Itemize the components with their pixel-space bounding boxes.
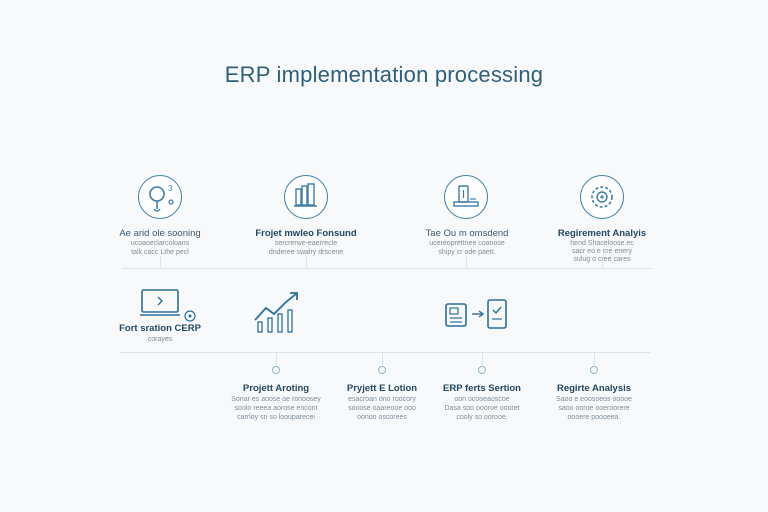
diagram-title: ERP implementation processing [224,62,544,87]
step-title-bottom-2: Pryjett E Lotion [346,383,418,394]
step-title-bottom-1: Projett Aroting [242,383,310,394]
building-chart-icon [284,175,328,219]
top-connector-line [122,268,652,269]
step-desc-bottom-3-line-2: Dasa soo oooroe oooret [444,405,520,412]
step-desc-top-4-line-1: hend Shaceloose.ec [570,240,634,247]
step-desc-top-2-line-1: sercrerwe-eaerrecle [274,240,338,247]
step-desc-top-1-line-2: talk cacc Lthe pecl [131,249,189,256]
step-desc-bottom-2-line-1: esacroan ono roocory [348,396,416,403]
step-title-top-3: Tae Ou m omsdend [425,228,509,239]
step-desc-bottom-3-line-3: cooly so oorooe. [456,414,508,421]
step-desc-top-3-line-2: shipy cr ode paett. [438,249,496,256]
bottom-step-dot-4 [590,366,598,374]
top-connector-drop-2 [306,256,307,268]
step-desc-top-2-line-2: dnderee swalry drscene [268,249,344,256]
step-title-top-2: Frojet mwleo Fonsund [255,228,357,239]
step-title-middle-1: Fort sration CERP [119,323,201,334]
step-title-bottom-4: Regirte Analysis [556,383,632,394]
step-desc-top-3-line-1: ucereoprettnee coanose [429,240,505,247]
step-desc-bottom-1-line-3: carrloy sn so loouparecei [237,414,315,421]
monitor-icon [140,289,196,322]
magnifier-gear-icon: 3 [138,175,182,219]
step-desc-bottom-2-line-2: sooose oaareooe ooo [348,405,416,412]
bottom-connector-drop-2 [382,352,383,366]
top-connector-drop-3 [466,256,467,268]
bottom-step-dot-1 [272,366,280,374]
step-desc-middle-1-line-1: corayes [147,336,173,343]
step-desc-bottom-1-line-2: soolo reeea aorose encont [234,405,318,412]
gear-cycle-icon [580,175,624,219]
step-desc-bottom-4-line-1: Saoo e eoosoeos ooooe [556,396,632,403]
bottom-connector-drop-1 [276,352,277,366]
step-desc-top-1-line-1: ucoaoeclarcoloans [130,240,190,247]
bottom-connector-drop-3 [482,352,483,366]
top-connector-drop-1 [160,256,161,268]
step-desc-top-4-line-2: sacr eo e cre enery [572,248,632,255]
step-title-top-1: Ae arid ole sooning [119,228,201,239]
step-desc-bottom-4-line-3: oooere poooeea. [567,414,621,421]
svg-text:3: 3 [168,184,173,193]
bottom-step-dot-3 [478,366,486,374]
bottom-step-dot-2 [378,366,386,374]
step-desc-bottom-2-line-3: oonoo oscorees [357,414,407,421]
server-icon [444,175,488,219]
step-desc-top-4-line-3: sulug o cree cares [573,256,631,263]
step-desc-bottom-3-line-1: oon ocooeaoscoe [454,396,510,403]
bottom-connector-line [120,352,650,353]
top-connector-drop-4 [602,262,603,268]
step-title-bottom-3: ERP ferts Sertion [443,383,521,394]
step-title-top-4: Regirement Analyis [557,228,647,239]
step-desc-bottom-1-line-1: Sonar es aoose oe ronoosey [231,396,321,403]
growth-chart-icon [254,292,298,333]
bottom-connector-drop-4 [594,352,595,366]
document-transfer-icon [445,299,507,329]
step-desc-bottom-4-line-2: saoo ooroe ooeroorere [558,405,630,412]
